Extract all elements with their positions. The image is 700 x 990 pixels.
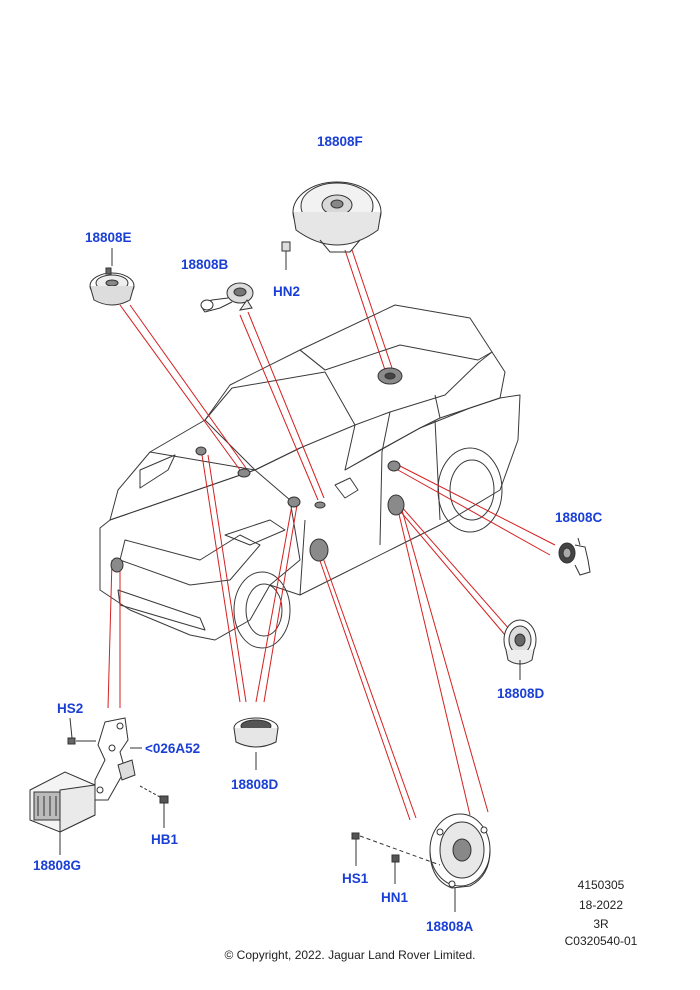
callout-HN2[interactable]: HN2 [273, 284, 301, 299]
speaker-18808D-right-icon[interactable] [503, 619, 537, 680]
illustration-code: C0320540-01 [564, 934, 638, 948]
callout-HS1[interactable]: HS1 [342, 871, 369, 886]
bracket-026A52-icon[interactable] [94, 717, 142, 801]
installed-speaker-locations [110, 367, 405, 573]
callout-HN1[interactable]: HN1 [381, 890, 409, 905]
callout-18808B[interactable]: 18808B [181, 257, 229, 272]
screw-HS2-icon[interactable] [67, 717, 96, 745]
subwoofer-18808A-icon[interactable] [429, 813, 491, 912]
speaker-18808D-center-icon[interactable] [233, 717, 279, 770]
amplifier-18808G-icon[interactable] [29, 771, 96, 855]
callout-026A52[interactable]: <026A52 [145, 741, 201, 756]
release-date: 18-2022 [578, 898, 624, 912]
callout-HS2[interactable]: HS2 [57, 701, 84, 716]
callout-18808G[interactable]: 18808G [33, 858, 82, 873]
copyright-notice: © Copyright, 2022. Jaguar Land Rover Lim… [224, 948, 476, 962]
bolt-HB1-icon[interactable] [139, 785, 169, 828]
leader-lines [107, 249, 556, 821]
reference-number: 4150305 [577, 878, 625, 892]
callout-18808D-right[interactable]: 18808D [497, 686, 545, 701]
speaker-18808F-icon[interactable] [292, 181, 382, 253]
screw-HS1-icon[interactable] [351, 832, 441, 866]
callout-18808A[interactable]: 18808A [426, 919, 474, 934]
speaker-18808E-icon[interactable] [89, 248, 135, 306]
callout-HB1[interactable]: HB1 [151, 832, 179, 847]
callout-18808F[interactable]: 18808F [317, 134, 363, 149]
callout-18808C[interactable]: 18808C [555, 510, 603, 525]
callout-18808D-center[interactable]: 18808D [231, 777, 279, 792]
nut-HN1-icon[interactable] [391, 854, 400, 884]
nut-HN2-icon[interactable] [281, 241, 291, 270]
tweeter-18808C-icon[interactable] [558, 537, 591, 576]
vehicle-outline [100, 305, 520, 648]
tweeter-18808B-icon[interactable] [200, 282, 254, 313]
callout-18808E[interactable]: 18808E [85, 230, 132, 245]
revision: 3R [593, 917, 609, 931]
